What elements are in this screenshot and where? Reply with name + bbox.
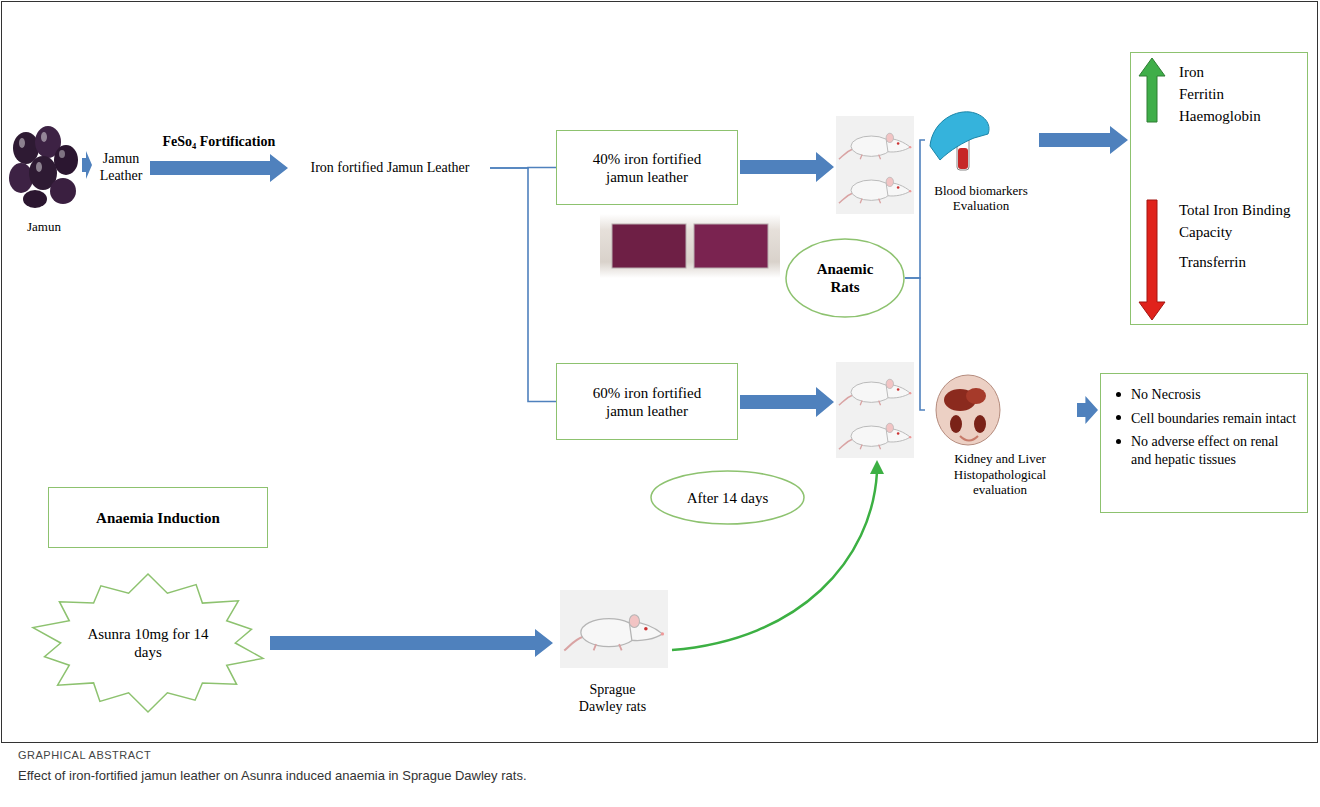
node-text: 40% iron fortified jamun leather (579, 150, 715, 186)
photo-ground (560, 590, 668, 668)
node-text: No Necrosis (1131, 386, 1297, 404)
starburst-border (33, 574, 263, 712)
node-text: Anaemic Rats (805, 260, 885, 296)
node-text: Anaemia Induction (96, 509, 220, 527)
process-box: 60% iron fortified jamun leather (556, 363, 738, 440)
node-text: Kidney and Liver Histopathological evalu… (926, 451, 1074, 498)
rats-picture (836, 116, 914, 214)
blood-sample-picture (930, 112, 989, 170)
block-arrow (150, 154, 288, 182)
rat-figure (564, 615, 664, 651)
block-arrow (1039, 126, 1128, 154)
node-text: Asunra 10mg for 14 days (83, 625, 213, 661)
node-text: Sprague Dawley rats (568, 682, 658, 716)
time-arrowhead (870, 460, 884, 474)
jamun-node: Jamun (8, 125, 80, 237)
edge-label: FeSo₄ Fortification (163, 134, 276, 150)
connector-line (490, 168, 556, 402)
blood-sample (958, 148, 968, 169)
state-ellipse: Anaemic Rats (785, 238, 905, 318)
rats-picture (560, 590, 668, 668)
ellipse-outline (785, 238, 905, 318)
gloved-hand (930, 112, 989, 160)
node-text: Blood biomarkers Evaluation (926, 183, 1036, 214)
decrease-arrow (1139, 200, 1165, 320)
block-arrow (1077, 396, 1098, 424)
berry-highlight (36, 162, 42, 172)
process-box: 40% iron fortified jamun leather (556, 130, 738, 205)
figure-label: GRAPHICAL ABSTRACT (18, 749, 151, 761)
evaluation-node: Blood biomarkers Evaluation (925, 104, 1037, 216)
rat-node: Sprague Dawley rats (555, 588, 670, 718)
result-box: IronFerritinHaemoglobinTotal Iron Bindin… (1130, 52, 1308, 325)
node-text: Iron (1179, 61, 1301, 83)
dissected-rat-picture (936, 375, 1000, 445)
rat-figure (839, 133, 911, 159)
photo-ground (836, 362, 914, 458)
jamun-berry (23, 190, 47, 208)
connector-line (905, 140, 925, 278)
node-text: Haemoglobin (1179, 105, 1301, 127)
rat-figure (839, 379, 911, 405)
ellipse-border (651, 471, 804, 524)
node-text: After 14 days (687, 489, 769, 507)
berry-highlight (41, 132, 47, 142)
jamun-berry (54, 145, 78, 175)
jamun-fruit-picture (9, 126, 78, 208)
leather-tray (612, 224, 686, 268)
node-text: No adverse effect on renal and hepatic t… (1131, 433, 1297, 468)
result-box: No NecrosisCell boundaries remain intact… (1100, 373, 1308, 513)
jamun-berry (50, 178, 76, 204)
leather-tray (694, 224, 768, 268)
time-ellipse: After 14 days (650, 470, 805, 525)
block-arrow (740, 387, 834, 417)
berry-highlight (59, 150, 65, 158)
photo-ground (836, 116, 914, 214)
node-text: Cell boundaries remain intact (1131, 410, 1297, 428)
node-text: Jamun Leather (94, 151, 148, 185)
time-arrow (672, 472, 877, 650)
liver-organ (966, 388, 986, 404)
connector-line (905, 278, 925, 410)
step-text: Iron fortified Jamun Leather (290, 157, 490, 179)
rat-body (936, 375, 1000, 445)
node-text: 60% iron fortified jamun leather (579, 384, 715, 420)
step-text: Jamun Leather (94, 146, 148, 190)
node-text: Iron fortified Jamun Leather (311, 160, 470, 177)
node-text: Transferrin (1179, 251, 1301, 273)
leather-photo (600, 214, 780, 278)
photo-ground (600, 214, 780, 278)
intestine (960, 436, 978, 441)
bullet-dot (1116, 392, 1121, 397)
kidney-organ (974, 415, 986, 433)
node-text: Jamun (27, 219, 61, 235)
block-arrow (270, 629, 553, 657)
berry-highlight (19, 138, 25, 148)
increase-arrow (1139, 58, 1165, 122)
figure-caption: Effect of iron-fortified jamun leather o… (18, 768, 1298, 783)
node-text: Ferritin (1179, 83, 1301, 105)
bullet-dot (1116, 439, 1121, 444)
rat-figure (839, 177, 911, 203)
ellipse-border (786, 239, 904, 317)
rat-figure (839, 423, 911, 449)
evaluation-node: Kidney and Liver Histopathological evalu… (925, 372, 1075, 500)
rats-picture (836, 362, 914, 458)
bullet-dot (1116, 415, 1121, 420)
starburst-outline (28, 572, 268, 714)
block-arrow (82, 151, 92, 179)
starburst: Asunra 10mg for 14 days (28, 572, 268, 714)
block-arrow (740, 152, 834, 182)
title-box: Anaemia Induction (48, 487, 268, 548)
jamun-berry (9, 163, 33, 193)
node-text: Total Iron Binding Capacity (1179, 199, 1301, 243)
figure-frame (2, 2, 1318, 743)
kidney-organ (950, 415, 962, 433)
